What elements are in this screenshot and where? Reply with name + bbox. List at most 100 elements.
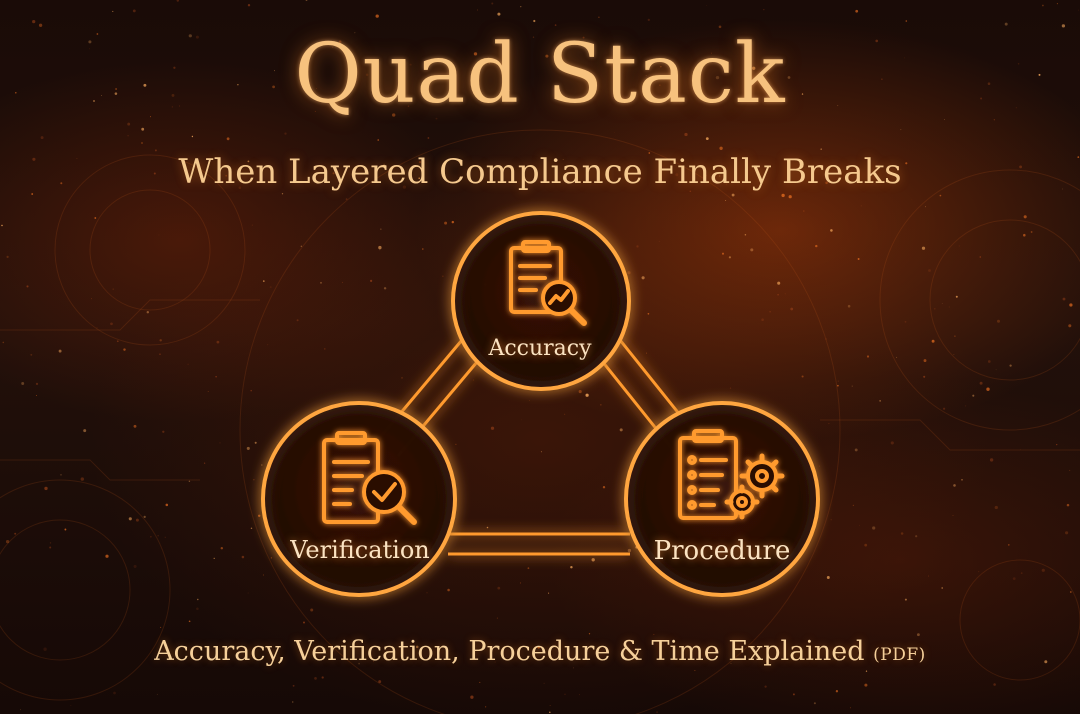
particle — [14, 532, 17, 535]
particle — [837, 105, 839, 107]
particle — [923, 359, 927, 363]
particle — [1012, 577, 1016, 580]
particle — [916, 633, 920, 637]
particle — [314, 110, 316, 112]
particle — [866, 355, 870, 358]
particle — [1017, 63, 1020, 65]
particle — [49, 542, 52, 544]
particle — [715, 75, 720, 80]
particle — [890, 441, 894, 445]
particle — [1056, 3, 1058, 5]
particle — [521, 419, 522, 421]
particle — [338, 40, 342, 43]
particle — [96, 327, 98, 329]
particle — [281, 193, 284, 195]
particle — [378, 680, 382, 684]
particle — [540, 451, 542, 453]
particle — [763, 8, 765, 11]
particle — [427, 137, 430, 139]
document-analytics-magnifier-icon — [509, 240, 587, 326]
particle — [365, 73, 369, 77]
particle — [943, 407, 946, 410]
particle — [948, 306, 950, 308]
particle — [646, 352, 647, 354]
particle — [837, 384, 839, 387]
particle — [619, 428, 623, 432]
particle — [900, 129, 902, 131]
particle — [564, 693, 566, 695]
particle — [972, 394, 975, 397]
particle — [455, 443, 457, 446]
particle — [112, 288, 114, 290]
particle — [213, 557, 215, 560]
particle — [1044, 660, 1048, 664]
particle — [585, 393, 589, 397]
particle — [1042, 4, 1044, 7]
particle — [881, 78, 883, 80]
particle — [491, 2, 494, 5]
particle — [788, 195, 792, 199]
particle — [764, 685, 767, 688]
particle — [854, 448, 858, 452]
particle — [721, 252, 725, 255]
particle — [711, 52, 712, 54]
particle — [728, 256, 731, 259]
particle — [719, 175, 721, 177]
particle — [332, 46, 334, 48]
particle — [582, 36, 585, 39]
particle — [647, 18, 650, 22]
particle — [160, 626, 162, 628]
particle — [784, 293, 786, 295]
footer-main-text: Accuracy, Verification, Procedure & Time… — [154, 636, 865, 667]
particle — [219, 442, 221, 444]
particle — [96, 33, 99, 35]
particle — [980, 97, 983, 100]
particle — [941, 587, 944, 589]
particle — [820, 148, 822, 150]
particle — [378, 245, 382, 250]
particle — [1020, 448, 1022, 450]
particle — [813, 702, 816, 705]
particle — [26, 285, 29, 288]
particle — [220, 546, 224, 550]
particle — [1065, 531, 1069, 535]
particle — [15, 92, 17, 94]
particle — [392, 113, 396, 117]
particle — [777, 293, 779, 296]
particle — [58, 349, 62, 353]
checklist-gears-icon — [678, 429, 785, 520]
particle — [494, 661, 496, 663]
particle — [93, 100, 95, 102]
particle — [675, 173, 679, 177]
particle — [486, 526, 489, 529]
particle — [925, 206, 927, 208]
particle — [203, 462, 206, 464]
particle — [656, 711, 659, 714]
particle — [114, 92, 118, 95]
particle — [730, 663, 732, 665]
particle — [1015, 106, 1018, 109]
particle — [451, 80, 454, 84]
particle — [549, 705, 551, 706]
particle — [602, 486, 606, 489]
node-procedure-circle — [624, 401, 820, 597]
particle — [1030, 231, 1033, 233]
particle — [442, 275, 444, 277]
particle — [135, 518, 139, 522]
particle — [915, 535, 918, 538]
particle — [171, 93, 175, 97]
particle — [358, 662, 360, 665]
particle — [787, 76, 791, 79]
particle — [314, 677, 317, 680]
particle — [859, 524, 860, 526]
particle — [5, 539, 10, 544]
particle — [939, 194, 942, 197]
particle — [1062, 297, 1066, 301]
particle — [803, 210, 805, 212]
particle — [1038, 73, 1041, 76]
particle — [824, 337, 828, 341]
particle — [860, 205, 862, 207]
particle — [292, 701, 294, 703]
particle — [247, 592, 249, 594]
particle — [418, 177, 420, 180]
